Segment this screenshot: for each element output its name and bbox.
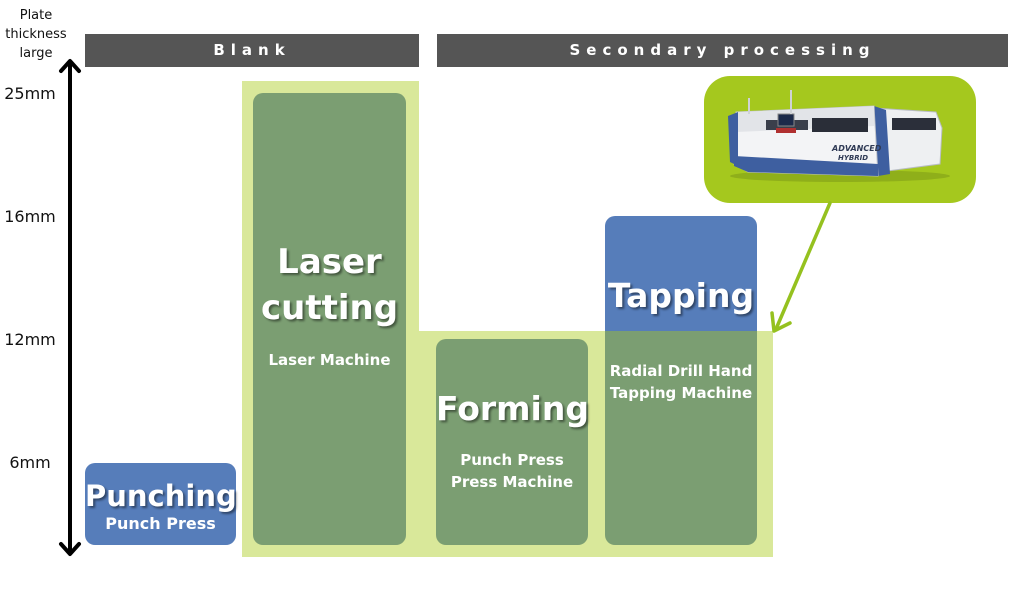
callout-arrowhead-icon	[770, 311, 792, 333]
laser-title-line2: cutting	[260, 288, 399, 328]
tick-6mm: 6mm	[9, 453, 51, 472]
laser-machine-image: ADVANCED HYBRID	[728, 90, 950, 182]
punching-title: Punching	[85, 479, 237, 513]
tick-25mm: 25mm	[4, 84, 56, 103]
tapping-machine-line1: Radial Drill Hand	[609, 362, 753, 380]
forming-title: Forming	[436, 389, 589, 428]
photo-label-hybrid: HYBRID	[838, 154, 868, 162]
tapping-box: Tapping Radial Drill Hand Tapping Machin…	[605, 216, 757, 545]
tapping-top: Tapping	[605, 216, 757, 331]
punching-box: Punching Punch Press	[85, 463, 237, 545]
machine-photo-callout: ADVANCED HYBRID	[704, 76, 976, 203]
axis-title-line: large	[19, 46, 53, 61]
tapping-title: Tapping	[607, 276, 755, 315]
axis-title-line: thickness	[5, 27, 67, 42]
callout-arrow-line	[774, 201, 832, 331]
header-secondary-processing: Secondary processing	[437, 34, 1008, 67]
photo-label-advanced: ADVANCED	[831, 144, 882, 153]
laser-machine: Laser Machine	[268, 351, 391, 369]
thickness-axis-arrow	[59, 59, 81, 556]
laser-cutting-box: Laser cutting Laser Machine	[253, 93, 406, 545]
arrow-down-icon	[59, 542, 81, 556]
punching-machine: Punch Press	[105, 514, 216, 533]
tick-16mm: 16mm	[4, 207, 56, 226]
callout-arrow	[770, 201, 832, 333]
forming-box: Forming Punch Press Press Machine	[436, 339, 589, 545]
arrow-up-icon	[59, 59, 81, 73]
axis-title: Plate thickness large	[0, 6, 72, 63]
forming-machine-line2: Press Machine	[450, 473, 574, 491]
tapping-machine-line2: Tapping Machine	[609, 384, 753, 402]
tick-12mm: 12mm	[4, 330, 56, 349]
forming-machine-line1: Punch Press	[460, 451, 564, 469]
laser-title-line1: Laser	[277, 242, 382, 282]
header-blank: Blank	[85, 34, 419, 67]
axis-title-line: Plate	[19, 8, 53, 23]
tapping-bottom: Radial Drill Hand Tapping Machine	[605, 331, 757, 545]
